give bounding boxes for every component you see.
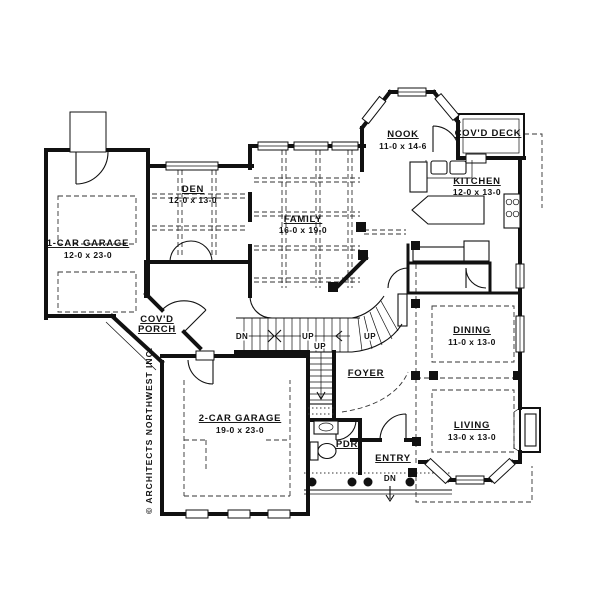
roof-overhang-dashes	[415, 133, 543, 503]
dims-garage1: 12-0 x 23-0	[64, 250, 112, 260]
range-icon	[503, 193, 521, 229]
label-foyer: FOYER	[348, 368, 385, 379]
label-garage2: 2-CAR GARAGE	[199, 413, 282, 424]
ceiling-grid-den	[152, 170, 246, 258]
foyer-ceiling-curve	[341, 371, 409, 413]
stair-up-label-1: UP	[302, 332, 314, 341]
exterior-walls	[44, 89, 526, 516]
architect-copyright: © ARCHITECTS NORTHWEST INC.	[144, 347, 154, 514]
porch-dn-label: DN	[384, 474, 396, 483]
label-family: FAMILY	[284, 214, 323, 225]
label-den: DEN	[182, 184, 204, 195]
label-covd-porch-2: PORCH	[138, 324, 176, 335]
ceiling-grid-family	[254, 150, 406, 288]
interior-walls	[143, 144, 522, 475]
dims-den: 12-0 x 13-0	[169, 195, 217, 205]
label-kitchen: KITCHEN	[453, 176, 501, 187]
label-covd-porch-1: COV'D	[140, 314, 174, 325]
stair-dn-label: DN	[236, 332, 248, 341]
toilet	[309, 441, 337, 461]
copyright-text: © ARCHITECTS NORTHWEST INC.	[144, 347, 154, 514]
entry-porch	[304, 472, 452, 502]
butler-counters	[412, 240, 490, 262]
label-nook: NOOK	[387, 129, 419, 140]
pdr-sink	[313, 420, 339, 435]
cased-openings	[246, 170, 254, 244]
stairs-main	[236, 293, 408, 353]
label-living: LIVING	[454, 420, 490, 431]
stair-up-label-3: UP	[314, 342, 326, 351]
stairs-basement	[307, 351, 335, 415]
label-pdr: PDR	[336, 439, 358, 450]
room-labels: 1-CAR GARAGE 12-0 x 23-0 DEN 12-0 x 13-0…	[47, 128, 522, 464]
dims-garage2: 19-0 x 23-0	[216, 425, 264, 435]
windows	[165, 87, 525, 519]
stair-annotations: DN UP UP UP DN	[234, 331, 397, 485]
dims-dining: 11-0 x 13-0	[448, 337, 496, 347]
kitchen-island	[411, 195, 485, 225]
dining-ceiling-dashes	[431, 305, 515, 363]
label-covd-deck: COV'D DECK	[455, 128, 522, 139]
deck-railing	[457, 113, 525, 159]
garage1-ceiling-dashes	[57, 195, 137, 313]
kitchen-sink	[425, 160, 473, 179]
columns	[328, 222, 522, 477]
dims-kitchen: 12-0 x 13-0	[453, 187, 501, 197]
label-dining: DINING	[453, 325, 491, 336]
dims-living: 13-0 x 13-0	[448, 432, 496, 442]
dims-family: 16-0 x 19-0	[279, 225, 327, 235]
fireplace	[513, 407, 541, 453]
doors	[69, 111, 487, 441]
label-garage1: 1-CAR GARAGE	[47, 238, 130, 249]
garage2-ceiling-dashes	[183, 380, 291, 497]
covd-porch-edges	[105, 321, 157, 371]
refrigerator	[409, 161, 428, 193]
stair-up-label-2: UP	[364, 332, 376, 341]
label-entry: ENTRY	[375, 453, 411, 464]
dims-nook: 11-0 x 14-6	[379, 141, 427, 151]
